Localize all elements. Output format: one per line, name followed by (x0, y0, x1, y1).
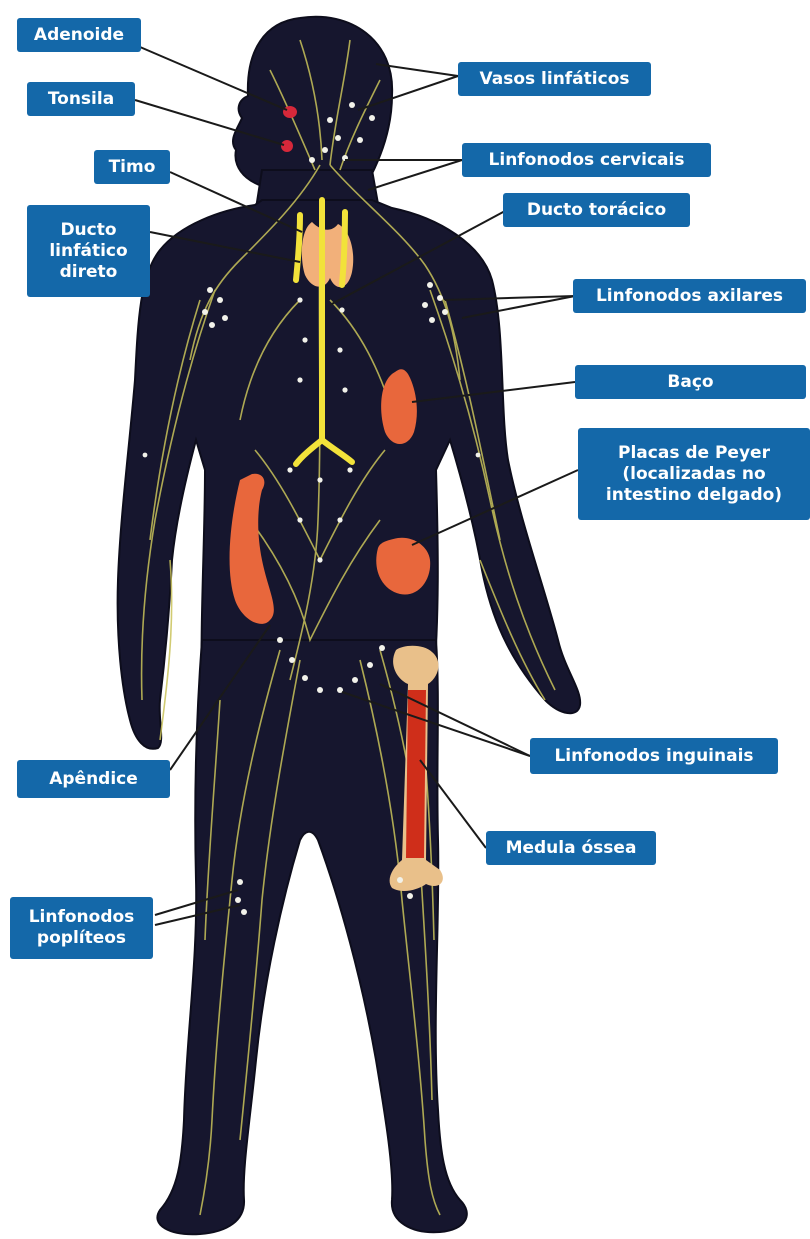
label-ducto-toracico: Ducto torácico (503, 193, 690, 227)
label-vasos-linfaticos: Vasos linfáticos (458, 62, 651, 96)
label-medula-ossea: Medula óssea (486, 831, 656, 865)
tonsil-shape (281, 140, 293, 152)
label-apendice: Apêndice (17, 760, 170, 798)
label-ducto-linfatico-direto: Ducto linfático direto (27, 205, 150, 297)
label-adenoide: Adenoide (17, 18, 141, 52)
adenoid-shape (283, 106, 297, 118)
label-linfonodos-inguinais: Linfonodos inguinais (530, 738, 778, 774)
label-baco: Baço (575, 365, 806, 399)
label-linfonodos-popliteos: Linfonodos poplíteos (10, 897, 153, 959)
label-tonsila: Tonsila (27, 82, 135, 116)
label-placas-de-peyer: Placas de Peyer (localizadas no intestin… (578, 428, 810, 520)
label-linfonodos-cervicais: Linfonodos cervicais (462, 143, 711, 177)
label-timo: Timo (94, 150, 170, 184)
label-linfonodos-axilares: Linfonodos axilares (573, 279, 806, 313)
